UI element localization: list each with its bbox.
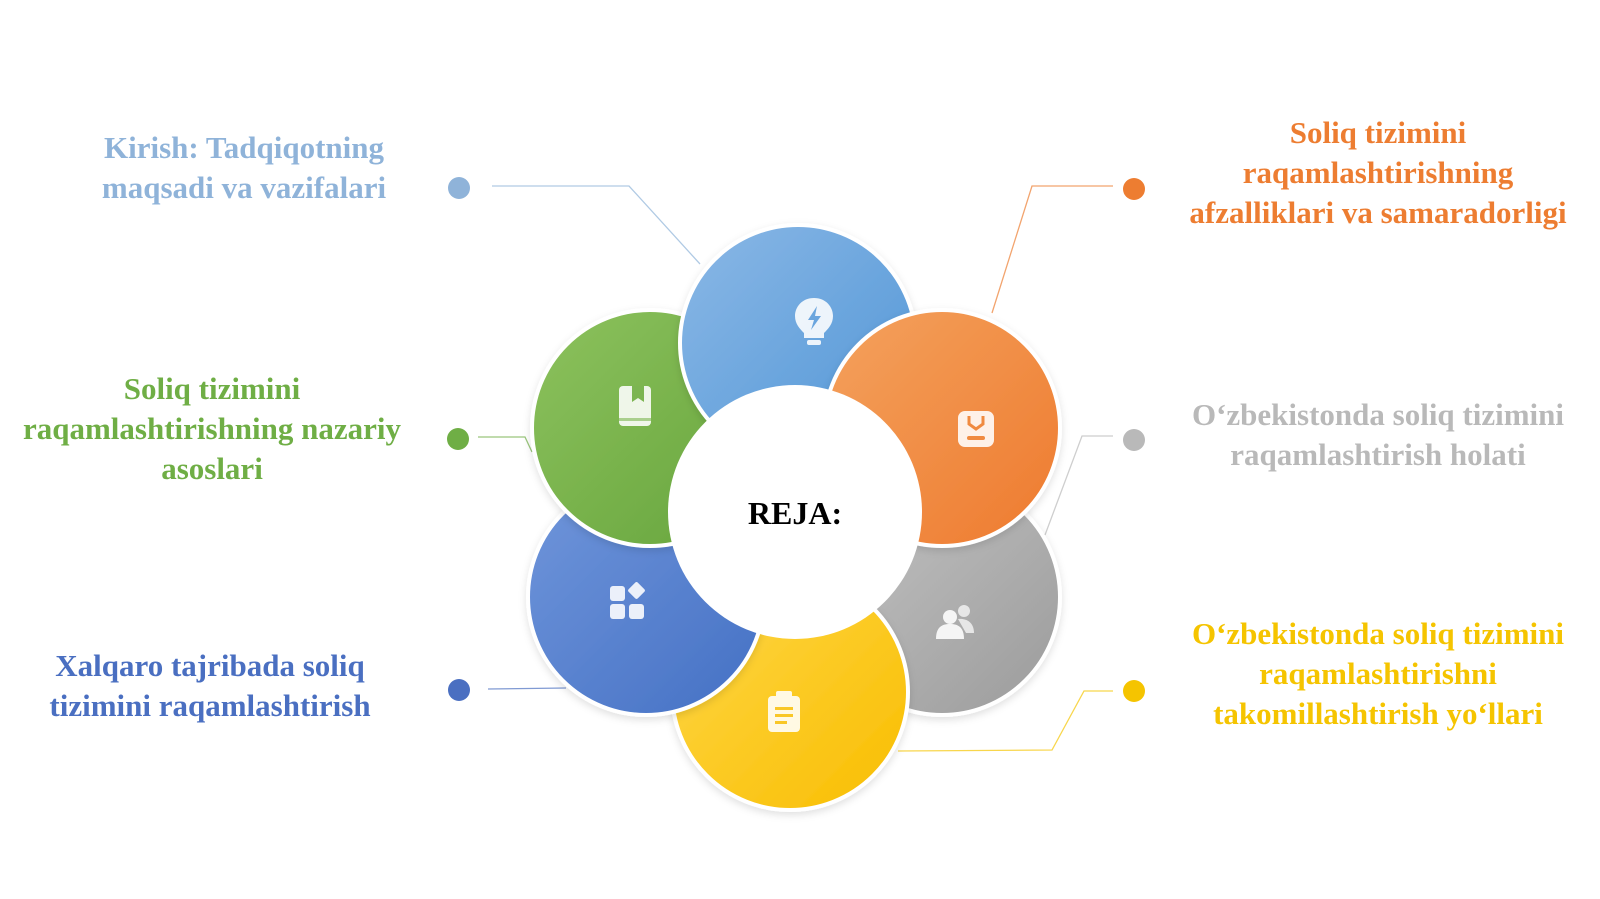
connector-xalqaro xyxy=(487,687,567,690)
label-kirish-line-2: maqsadi va vazifalari xyxy=(101,170,387,205)
users-icon xyxy=(936,605,974,639)
connector-holati xyxy=(1044,435,1113,536)
connector-takomillashtirish xyxy=(897,690,1113,752)
connector-afzalliklari xyxy=(991,185,1113,314)
label-takomillashtirish-line-3: takomillashtirish yo‘llari xyxy=(1213,696,1543,731)
bookmark-icon xyxy=(619,386,651,426)
label-afzalliklari: Soliq tizimini raqamlashtirishning afzal… xyxy=(1166,113,1590,233)
badge-icon xyxy=(958,411,994,447)
apps-icon xyxy=(610,582,645,619)
lightbulb-icon xyxy=(795,298,833,345)
center-circle xyxy=(668,385,922,639)
label-nazariy-line-1: Soliq tizimini xyxy=(123,371,301,406)
label-nazariy-line-2: raqamlashtirishning nazariy xyxy=(22,411,402,446)
label-nazariy: Soliq tizimini raqamlashtirishning nazar… xyxy=(0,369,424,489)
label-takomillashtirish-line-1: O‘zbekistonda soliq tizimini xyxy=(1191,616,1565,651)
connector-lines xyxy=(478,185,1113,752)
label-xalqaro-line-2: tizimini raqamlashtirish xyxy=(49,688,371,723)
bullet-dot-takomillashtirish xyxy=(1123,680,1145,702)
label-afzalliklari-line-3: afzalliklari va samaradorligi xyxy=(1189,195,1567,230)
bullet-dot-xalqaro xyxy=(448,679,470,701)
label-nazariy-line-3: asoslari xyxy=(161,451,263,486)
bullet-dot-holati xyxy=(1123,429,1145,451)
clipboard-icon xyxy=(768,691,800,732)
label-afzalliklari-line-2: raqamlashtirishning xyxy=(1242,155,1514,190)
connector-nazariy xyxy=(478,436,533,453)
bullet-dot-nazariy xyxy=(447,428,469,450)
bullet-dot-kirish xyxy=(448,177,470,199)
connector-kirish xyxy=(492,185,701,265)
bullet-dot-afzalliklari xyxy=(1123,178,1145,200)
center-title: REJA: xyxy=(747,495,843,531)
label-xalqaro-line-1: Xalqaro tajribada soliq xyxy=(55,648,365,683)
label-holati-line-1: O‘zbekistonda soliq tizimini xyxy=(1191,397,1565,432)
label-holati-line-2: raqamlashtirish holati xyxy=(1230,437,1526,472)
label-xalqaro: Xalqaro tajribada soliq tizimini raqamla… xyxy=(10,646,410,726)
label-holati: O‘zbekistonda soliq tizimini raqamlashti… xyxy=(1166,395,1590,475)
label-kirish-line-1: Kirish: Tadqiqotning xyxy=(104,130,384,165)
label-takomillashtirish: O‘zbekistonda soliq tizimini raqamlashti… xyxy=(1166,614,1590,734)
label-afzalliklari-line-1: Soliq tizimini xyxy=(1289,115,1467,150)
label-kirish: Kirish: Tadqiqotning maqsadi va vazifala… xyxy=(64,128,424,208)
label-takomillashtirish-line-2: raqamlashtirishni xyxy=(1259,656,1497,691)
